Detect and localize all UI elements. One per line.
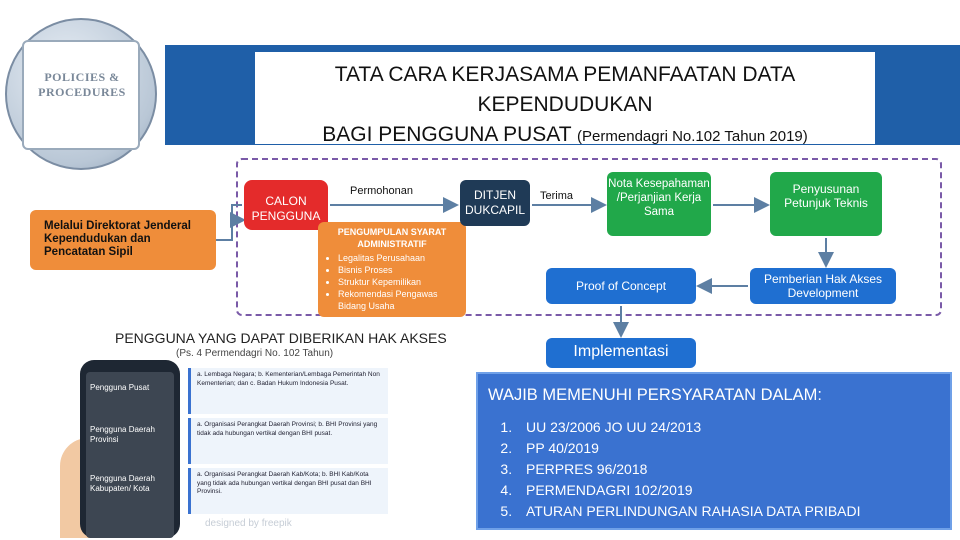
wajib-heading: WAJIB MEMENUHI PERSYARATAN DALAM: <box>488 386 823 404</box>
permohonan-label: Permohonan <box>350 185 413 197</box>
designed-by-credit: designed by freepik <box>205 518 292 529</box>
phone-item-provinsi: Pengguna Daerah Provinsi <box>90 425 155 444</box>
melalui-box: Melalui Direktorat Jenderal Kependudukan… <box>30 210 216 270</box>
title-line-3-sub: (Permendagri No.102 Tahun 2019) <box>577 128 808 144</box>
terima-label: Terima <box>540 190 574 202</box>
nota-kesepahaman-box: Nota Kesepahaman /Perjanjian Kerja Sama <box>607 172 711 236</box>
penyusunan-juknis-box: Penyusunan Petunjuk Teknis <box>770 172 882 236</box>
pengumpulan-box: PENGUMPULAN SYARAT ADMINISTRATIF Legalit… <box>318 222 466 317</box>
policies-logo-text: POLICIES & PROCEDURES <box>30 70 134 100</box>
access-card-kabkota: a. Organisasi Perangkat Daerah Kab/Kota;… <box>188 468 388 514</box>
pengumpulan-item: Legalitas Perusahaan <box>338 252 460 264</box>
logo-line-1: POLICIES & <box>44 70 120 84</box>
wajib-item: PERPRES 96/2018 <box>516 459 940 480</box>
wajib-item: UU 23/2006 JO UU 24/2013 <box>516 417 940 438</box>
title-line-1: TATA CARA KERJASAMA PEMANFAATAN DATA <box>334 63 796 86</box>
infographic-title: PENGGUNA YANG DAPAT DIBERIKAN HAK AKSES <box>115 330 447 346</box>
pengumpulan-title: PENGUMPULAN SYARAT ADMINISTRATIF <box>337 227 447 249</box>
pengumpulan-item: Struktur Kepemilikan <box>338 276 460 288</box>
phone-screen <box>86 372 174 538</box>
title-line-3-main: BAGI PENGGUNA PUSAT <box>322 123 572 144</box>
pengumpulan-list: Legalitas Perusahaan Bisnis Proses Struk… <box>324 252 460 312</box>
wajib-item: PP 40/2019 <box>516 438 940 459</box>
access-card-pusat: a. Lembaga Negara; b. Kementerian/Lembag… <box>188 368 388 414</box>
pemberian-hak-akses-box: Pemberian Hak Akses Development <box>750 268 896 304</box>
access-card-provinsi: a. Organisasi Perangkat Daerah Provinsi;… <box>188 418 388 464</box>
ditjen-dukcapil-box: DITJEN DUKCAPIL <box>460 180 530 226</box>
title-line-3: BAGI PENGGUNA PUSAT (Permendagri No.102 … <box>255 120 875 144</box>
wajib-item: ATURAN PERLINDUNGAN RAHASIA DATA PRIBADI <box>516 501 940 522</box>
calon-pengguna-box: CALON PENGGUNA <box>244 180 328 230</box>
pengumpulan-item: Rekomendasi Pengawas Bidang Usaha <box>338 288 460 312</box>
implementasi-box: Implementasi <box>546 338 696 368</box>
wajib-requirements-box: WAJIB MEMENUHI PERSYARATAN DALAM: UU 23/… <box>476 372 952 530</box>
logo-line-2: PROCEDURES <box>38 85 126 99</box>
phone-item-pusat: Pengguna Pusat <box>90 383 150 392</box>
phone-item-kabkota: Pengguna Daerah Kabupaten/ Kota <box>90 474 155 493</box>
policies-logo-plate <box>22 40 140 150</box>
page-title: TATA CARA KERJASAMA PEMANFAATAN DATA KEP… <box>255 52 875 144</box>
wajib-list: UU 23/2006 JO UU 24/2013 PP 40/2019 PERP… <box>488 417 940 522</box>
wajib-item: PERMENDAGRI 102/2019 <box>516 480 940 501</box>
infographic-subtitle: (Ps. 4 Permendagri No. 102 Tahun) <box>176 348 334 359</box>
title-line-2: KEPENDUDUKAN <box>477 93 653 116</box>
pengumpulan-item: Bisnis Proses <box>338 264 460 276</box>
proof-of-concept-box: Proof of Concept <box>546 268 696 304</box>
